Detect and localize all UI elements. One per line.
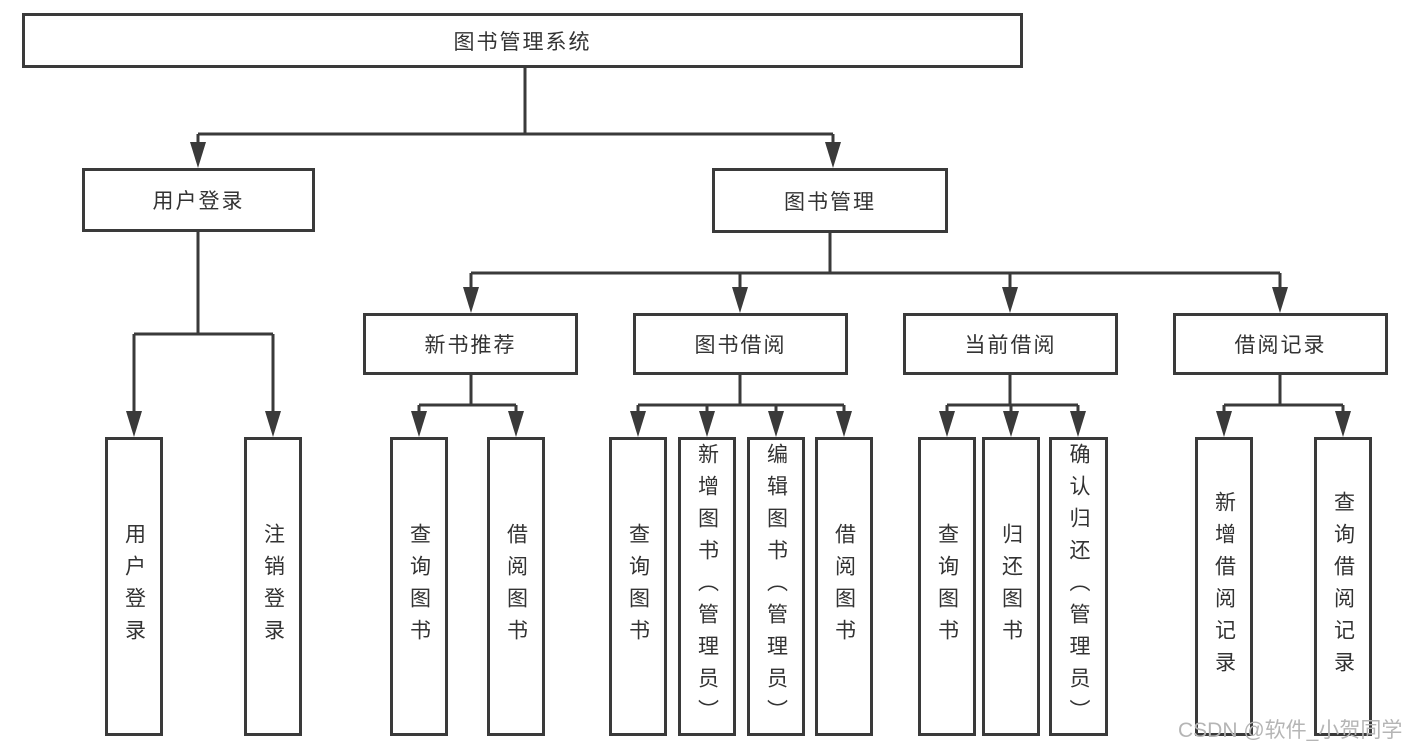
leaf-label: 借阅图书: [832, 522, 856, 651]
node-leaf-current-query-books: 查询图书: [918, 437, 976, 736]
watermark: CSDN @软件_小贺同学: [1178, 719, 1403, 742]
leaf-label: 查询借阅记录: [1331, 490, 1355, 683]
node-new-book-recommend: 新书推荐: [363, 313, 578, 375]
node-leaf-newbooks-borrow-books: 借阅图书: [487, 437, 545, 736]
leaf-label: 注销登录: [261, 522, 285, 651]
node-leaf-logout: 注销登录: [244, 437, 302, 736]
node-borrowing-records: 借阅记录: [1173, 313, 1388, 375]
leaf-label: 查询图书: [626, 522, 650, 651]
node-leaf-user-login: 用户登录: [105, 437, 163, 736]
leaf-label: 新增借阅记录: [1212, 490, 1236, 683]
leaf-label: 确认归还（管理员）: [1067, 442, 1091, 731]
node-book-borrowing: 图书借阅: [633, 313, 848, 375]
leaf-label: 编辑图书（管理员）: [764, 442, 788, 731]
node-leaf-borrow-query-books: 查询图书: [609, 437, 667, 736]
node-leaf-records-query-record: 查询借阅记录: [1314, 437, 1372, 736]
node-book-management: 图书管理: [712, 168, 948, 233]
leaf-label: 归还图书: [999, 522, 1023, 651]
leaf-label: 查询图书: [407, 522, 431, 651]
node-leaf-current-confirm-return-admin: 确认归还（管理员）: [1049, 437, 1108, 736]
node-leaf-borrow-add-books-admin: 新增图书（管理员）: [678, 437, 736, 736]
leaf-label: 查询图书: [935, 522, 959, 651]
node-leaf-borrow-edit-books-admin: 编辑图书（管理员）: [747, 437, 805, 736]
leaf-label: 用户登录: [122, 522, 146, 651]
node-leaf-newbooks-query-books: 查询图书: [390, 437, 448, 736]
node-leaf-records-add-record: 新增借阅记录: [1195, 437, 1253, 736]
node-leaf-current-return-books: 归还图书: [982, 437, 1040, 736]
node-root-library-system: 图书管理系统: [22, 13, 1023, 68]
node-leaf-borrow-borrow-books: 借阅图书: [815, 437, 873, 736]
node-user-login: 用户登录: [82, 168, 315, 232]
node-current-borrowing: 当前借阅: [903, 313, 1118, 375]
leaf-label: 借阅图书: [504, 522, 528, 651]
leaf-label: 新增图书（管理员）: [695, 442, 719, 731]
